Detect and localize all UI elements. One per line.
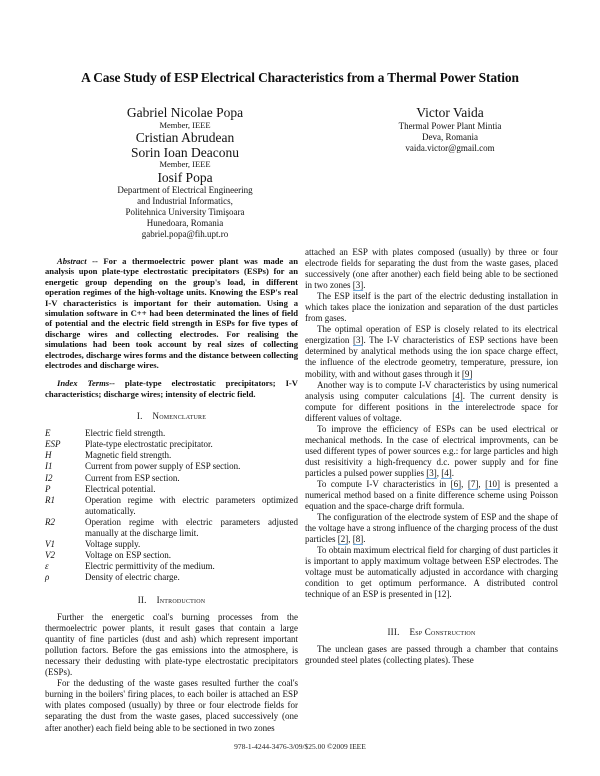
index-terms: Index Terms-- plate-type electrostatic p…: [45, 378, 298, 399]
citation-link[interactable]: [7]: [467, 478, 479, 490]
author-email: vaida.victor@gmail.com: [405, 142, 495, 153]
affiliation-line: Thermal Power Plant Mintia: [398, 120, 502, 131]
abstract-label: Abstract: [57, 256, 87, 266]
authors-left-block: Gabriel Nicolae Popa Member, IEEE Cristi…: [60, 106, 310, 240]
index-terms-label: Index Terms: [57, 378, 110, 389]
author-membership: Member, IEEE: [159, 159, 211, 169]
citation-link[interactable]: [10]: [485, 478, 501, 490]
paragraph: To compute I-V characteristics in [6], […: [305, 478, 558, 512]
affiliation-line: Hunedoara, Romania: [146, 218, 224, 228]
citation-link[interactable]: [9]: [461, 368, 473, 380]
author-name: Sorin Ioan Deaconu: [131, 144, 239, 160]
author-name: Iosif Popa: [157, 169, 213, 185]
citation-link[interactable]: [3]: [352, 280, 364, 292]
copyright-footer: 978-1-4244-3476-3/09/$25.00 ©2009 IEEE: [234, 742, 366, 751]
author-email: gabriel.popa@fih.upt.ro: [141, 229, 229, 239]
paragraph-continuation: attached an ESP with plates composed (us…: [305, 247, 558, 291]
author-membership: Member, IEEE: [159, 119, 211, 130]
abstract: Abstract -- For a thermoelectric power p…: [45, 256, 298, 370]
citation-link[interactable]: [4]: [441, 467, 452, 479]
section-heading-esp-construction: III.Esp Construction: [387, 626, 476, 637]
paragraph: The unclean gases are passed through a c…: [305, 643, 558, 665]
affiliation-line: and Industrial Informatics,: [137, 196, 233, 206]
citation-link[interactable]: [2]: [337, 534, 349, 546]
affiliation-line: Department of Electrical Engineering: [117, 185, 253, 195]
citation-link[interactable]: [3]: [426, 467, 437, 479]
paper-title: A Case Study of ESP Electrical Character…: [81, 70, 519, 85]
right-column: attached an ESP with plates composed (us…: [305, 247, 558, 666]
citation-link[interactable]: [6]: [450, 478, 462, 490]
authors-right-block: Victor Vaida Thermal Power Plant Mintia …: [350, 106, 550, 154]
paragraph: The configuration of the electrode syste…: [305, 512, 558, 546]
paragraph: The optimal operation of ESP is closely …: [305, 324, 558, 380]
paragraph: attached an ESP with plates composed (us…: [305, 247, 558, 292]
paragraph: To improve the efficiency of ESPs can be…: [305, 423, 558, 479]
index-terms-text: -- plate-type electrostatic precipitator…: [45, 378, 298, 399]
section-heading-nomenclature: I.Nomenclature: [136, 411, 207, 422]
paragraph: The ESP itself is the part of the electr…: [305, 291, 558, 324]
section-heading-introduction: II.Introduction: [137, 594, 206, 605]
author-name: Victor Vaida: [416, 105, 484, 120]
paragraph: For the dedusting of the waste gases res…: [45, 678, 298, 733]
citation-link[interactable]: [8]: [352, 534, 364, 546]
author-name: Cristian Abrudean: [135, 130, 235, 145]
citation-link[interactable]: [3]: [352, 335, 364, 347]
citation-link[interactable]: [4]: [452, 390, 463, 402]
author-name: Gabriel Nicolae Popa: [126, 105, 244, 120]
paragraph: To obtain maximum electrical field for c…: [305, 545, 558, 600]
affiliation-line: Deva, Romania: [422, 131, 478, 142]
left-column: Abstract -- For a thermoelectric power p…: [45, 256, 298, 734]
affiliation-line: Politehnica University Timişoara: [125, 207, 245, 217]
abstract-text: -- For a thermoelectric power plant was …: [45, 256, 298, 371]
paragraph: Another way is to compute I-V characteri…: [305, 379, 558, 423]
paragraph: Further the energetic coal's burning pro…: [45, 612, 298, 678]
